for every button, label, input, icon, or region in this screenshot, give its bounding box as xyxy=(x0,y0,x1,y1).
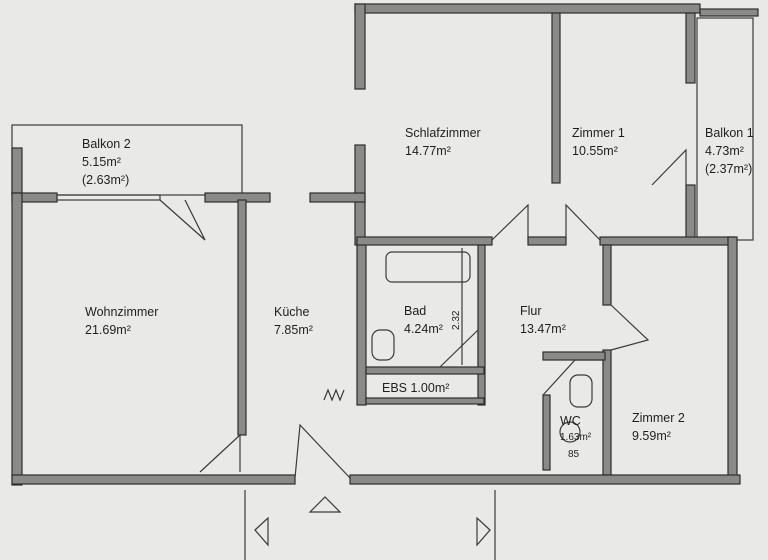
room-name: Zimmer 2 xyxy=(632,411,685,425)
room-bad: Bad 4.24m² 2.32 xyxy=(404,304,462,336)
room-area: 4.24m² xyxy=(404,322,443,336)
dimension-label: 85 xyxy=(568,449,580,460)
room-zimmer-1: Zimmer 1 10.55m² xyxy=(572,126,625,158)
room-area: 7.85m² xyxy=(274,323,313,337)
room-balkon-1: Balkon 1 4.73m² (2.37m²) xyxy=(705,126,754,176)
room-flur: Flur 13.47m² xyxy=(520,304,566,336)
room-name: Bad xyxy=(404,304,426,318)
room-kueche: Küche 7.85m² xyxy=(274,305,313,337)
room-name: Schlafzimmer xyxy=(405,126,481,140)
fixtures xyxy=(323,248,593,443)
room-zimmer-2: Zimmer 2 9.59m² xyxy=(632,411,685,443)
room-area: 21.69m² xyxy=(85,323,131,337)
room-area: 4.73m² xyxy=(705,144,744,158)
walls xyxy=(11,3,759,486)
room-area: 1.63m² xyxy=(560,432,592,443)
room-name: Zimmer 1 xyxy=(572,126,625,140)
door-swings xyxy=(159,148,687,479)
room-area: 13.47m² xyxy=(520,322,566,336)
room-area-net: (2.63m²) xyxy=(82,173,129,187)
room-name: Wohnzimmer xyxy=(85,305,158,319)
dimension-label: 2.32 xyxy=(451,310,462,330)
room-label: EBS 1.00m² xyxy=(382,381,449,395)
room-area: 10.55m² xyxy=(572,144,618,158)
room-area: 14.77m² xyxy=(405,144,451,158)
room-name: WC xyxy=(560,414,581,428)
room-wohnzimmer: Wohnzimmer 21.69m² xyxy=(85,305,158,337)
room-name: Flur xyxy=(520,304,542,318)
entry-area xyxy=(244,490,496,560)
room-name: Küche xyxy=(274,305,309,319)
room-name: Balkon 2 xyxy=(82,137,131,151)
room-area: 9.59m² xyxy=(632,429,671,443)
room-area-net: (2.37m²) xyxy=(705,162,752,176)
room-wc: WC 1.63m² 85 xyxy=(560,414,592,460)
room-ebs: EBS 1.00m² xyxy=(382,381,449,395)
room-name: Balkon 1 xyxy=(705,126,754,140)
room-balkon-2: Balkon 2 5.15m² (2.63m²) xyxy=(82,137,131,187)
room-area: 5.15m² xyxy=(82,155,121,169)
room-schlafzimmer: Schlafzimmer 14.77m² xyxy=(405,126,481,158)
